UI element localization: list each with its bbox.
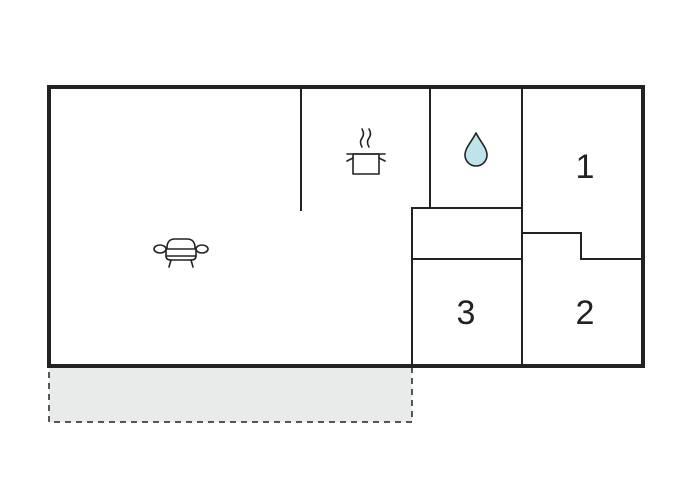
- interior-walls: [300, 87, 644, 367]
- room-label-bedroom-2: 2: [576, 294, 595, 332]
- sofa-icon: [153, 238, 209, 268]
- water-drop-icon: [464, 132, 488, 167]
- wall-bedroom1-bedroom2: [521, 232, 644, 260]
- room-label-bedroom-3: 3: [457, 294, 476, 332]
- cooking-pot-icon: [346, 128, 386, 175]
- outer-wall: [47, 85, 645, 368]
- terrace-area: [48, 366, 413, 423]
- room-label-bedroom-1: 1: [576, 148, 595, 186]
